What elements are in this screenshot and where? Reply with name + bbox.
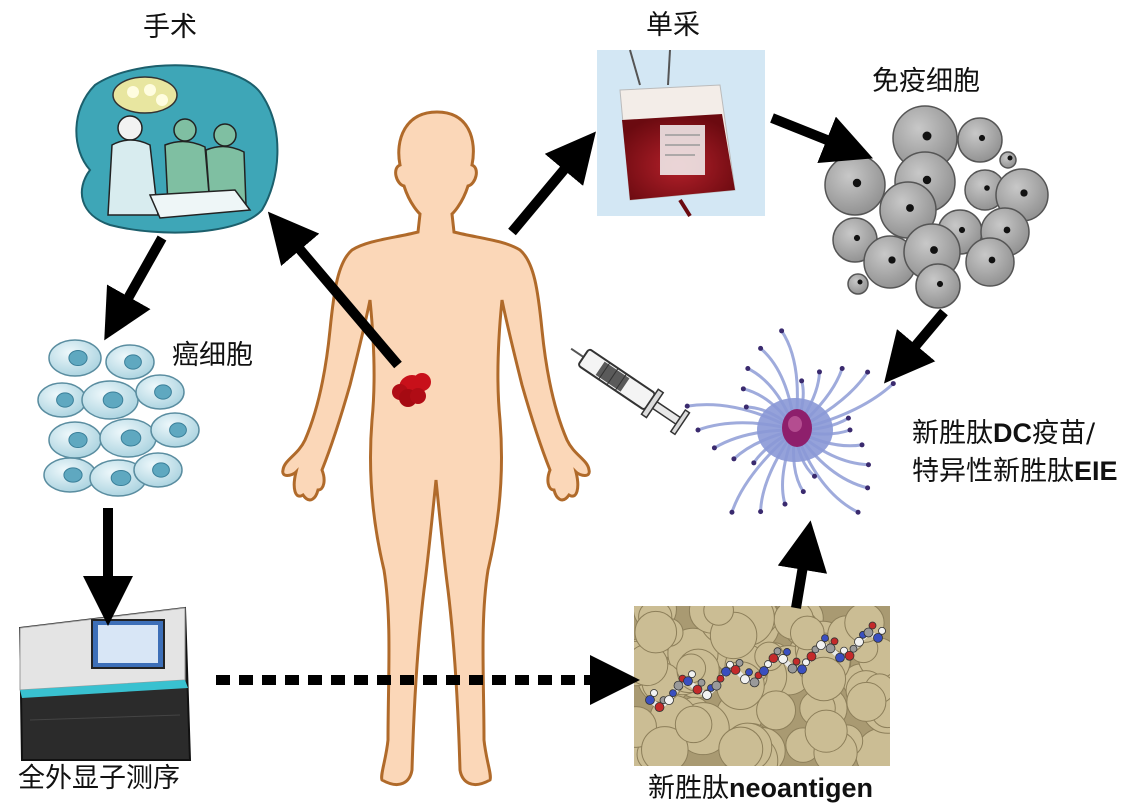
label-neoantigen-en: neoantigen	[729, 773, 874, 803]
immune-cells-image	[824, 105, 1049, 309]
label-vaccine-line1: 新胜肽DC疫苗/	[912, 418, 1095, 449]
dendritic-cell-image	[684, 328, 896, 515]
sequencer-image	[18, 606, 192, 761]
cancer-cells-image	[37, 339, 200, 497]
label-vaccine-line2-en: EIE	[1074, 456, 1118, 486]
arrow-body-to-apheresis	[508, 131, 596, 236]
tumor-icon	[392, 373, 431, 407]
neoantigen-protein-image	[634, 606, 890, 766]
arrow-apheresis-to-immune-cells	[770, 113, 873, 164]
label-neoantigen: 新胜肽neoantigen	[648, 773, 873, 804]
label-neoantigen-cn: 新胜肽	[648, 773, 729, 804]
label-surgery: 手术	[143, 12, 197, 43]
arrow-surgery-to-cancer-cells	[104, 235, 167, 341]
label-sequencing: 全外显子测序	[18, 763, 180, 794]
label-vaccine-line1-en: DC	[993, 418, 1032, 448]
human-body	[281, 110, 591, 786]
label-vaccine-line2: 特异性新胜肽EIE	[912, 456, 1118, 487]
arrow-immune-cells-to-dc	[883, 308, 948, 384]
label-apheresis: 单采	[646, 10, 700, 41]
arrow-tumor-to-surgery	[267, 211, 402, 369]
label-vaccine-line1-cn2: 疫苗/	[1032, 418, 1096, 449]
flow-arrows	[83, 113, 948, 705]
label-vaccine-line2-cn: 特异性新胜肽	[912, 456, 1074, 487]
syringe-icon	[570, 347, 691, 436]
arrow-neoantigen-to-dc	[777, 520, 828, 609]
label-cancer-cells: 癌细胞	[172, 340, 253, 371]
surgery-image	[75, 64, 279, 234]
label-vaccine-line1-cn: 新胜肽	[912, 418, 993, 449]
blood-bag-image	[597, 49, 765, 218]
label-immune-cells: 免疫细胞	[872, 66, 980, 97]
